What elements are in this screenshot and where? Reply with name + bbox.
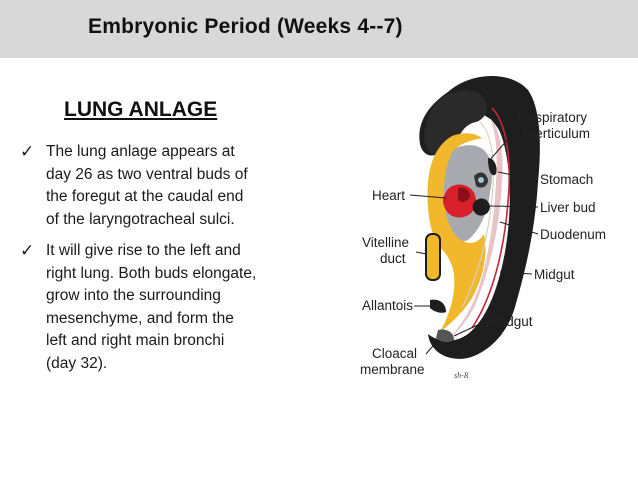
leader-line	[499, 271, 533, 275]
bullet-line: The lung anlage appears at	[46, 143, 235, 160]
liver-bud-shape	[472, 198, 490, 216]
label-diverticulum: diverticulum	[518, 126, 590, 141]
label-respiratory: Respiratory	[518, 110, 587, 125]
label-cloacal: Cloacal	[372, 346, 417, 361]
allantois-shape	[430, 299, 446, 313]
embryo-diagram: Respiratory diverticulum Stomach Heart L…	[360, 75, 606, 380]
vessel-line	[471, 107, 511, 329]
vitelline-duct	[425, 233, 441, 281]
label-stomach: Stomach	[540, 172, 593, 187]
leader-line	[487, 129, 517, 163]
bullet-item: ✓ It will give rise to the left and righ…	[20, 240, 320, 400]
head-region	[424, 90, 487, 156]
bullet-line: (day 32).	[46, 354, 108, 372]
bullet-line: left and right main bronchi	[46, 332, 225, 349]
bullet-line: right lung. Both buds elongate,	[46, 264, 257, 282]
label-hindgut: Hindgut	[486, 314, 533, 329]
label-vitelline: Vitelline	[362, 235, 409, 250]
checkmark-icon: ✓	[20, 142, 35, 161]
bullet-line: day 26 as two ventral buds of	[46, 165, 248, 183]
leader-line	[497, 171, 539, 181]
leader-line	[489, 205, 539, 208]
label-midgut: Midgut	[534, 267, 575, 282]
leader-line	[409, 194, 447, 199]
bullet-line: of the laryngotracheal sulci.	[46, 210, 235, 228]
slide-title: Embryonic Period (Weeks 4--7)	[88, 15, 403, 38]
label-liver-bud: Liver bud	[540, 200, 596, 215]
section-heading: LUNG ANLAGE	[64, 98, 218, 121]
leader-line	[415, 251, 427, 255]
bullet-text: The lung anlage appears at day 26 as two…	[46, 141, 332, 231]
label-heart: Heart	[372, 188, 405, 203]
heart-chamber	[458, 187, 470, 203]
leader-line	[425, 339, 439, 355]
embryo-body	[419, 75, 540, 359]
leader-line	[453, 321, 485, 337]
bullet-item: ✓ The lung anlage appears at day 26 as t…	[20, 141, 320, 233]
title-bar: Embryonic Period (Weeks 4--7)	[0, 0, 638, 58]
bullet-text: It will give rise to the left and right …	[46, 240, 332, 375]
label-duodenum: Duodenum	[540, 227, 606, 242]
bullet-line: mesenchyme, and form the	[46, 309, 234, 327]
checkmark-icon: ✓	[20, 241, 35, 260]
illustrator-signature: sh-R	[454, 371, 469, 380]
cloaca-shape	[436, 329, 454, 343]
label-membrane: membrane	[360, 362, 425, 377]
label-allantois: Allantois	[362, 298, 413, 313]
label-duct: duct	[380, 251, 406, 266]
yolk-region	[427, 133, 486, 332]
bullet-line: It will give rise to the left and	[46, 242, 241, 259]
pink-lining	[450, 118, 503, 338]
leader-line	[499, 221, 539, 235]
bullet-line: grow into the surrounding	[46, 287, 221, 304]
gut-tube-line	[461, 121, 495, 309]
stomach-shape	[488, 158, 497, 176]
respiratory-lumen	[478, 177, 484, 183]
bullet-line: the foregut at the caudal end	[46, 188, 244, 205]
